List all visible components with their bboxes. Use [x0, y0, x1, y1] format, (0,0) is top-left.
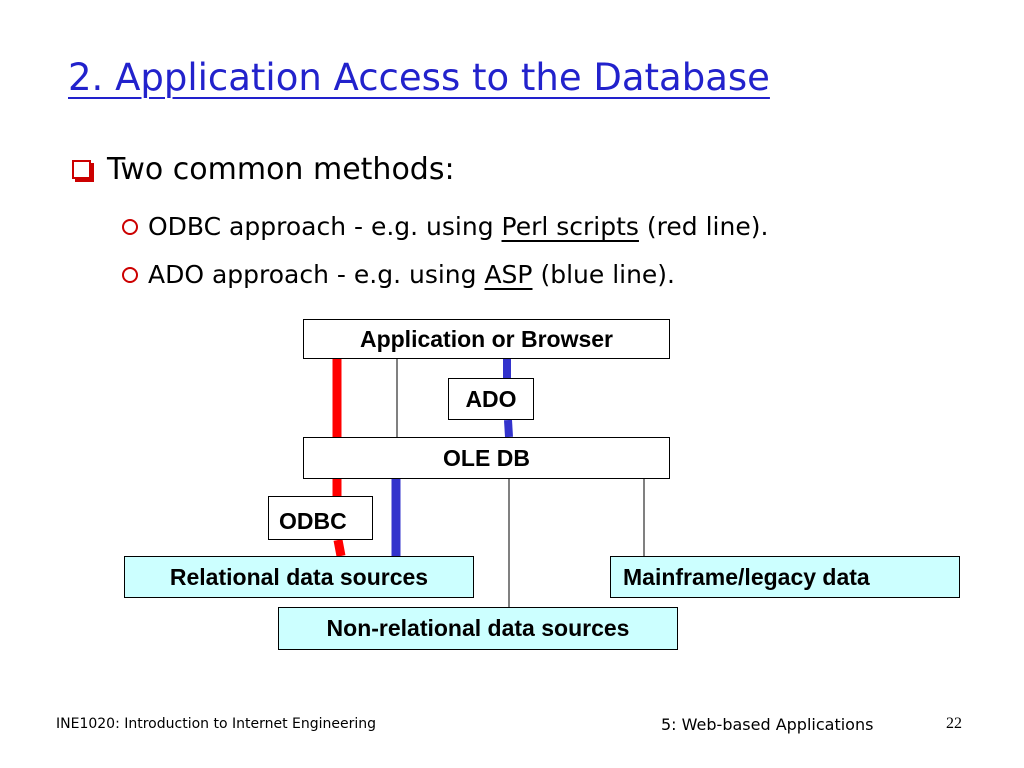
sub-bullet-ado: ADO approach - e.g. using ASP (blue line…: [122, 260, 675, 289]
ole-db-box: OLE DB: [303, 437, 670, 479]
sub-bullet-odbc: ODBC approach - e.g. using Perl scripts …: [122, 212, 768, 241]
odbc-red-line-lower: [333, 539, 346, 557]
ado-box: ADO: [448, 378, 534, 420]
circle-bullet-icon: [122, 266, 138, 283]
page-number: 22: [946, 715, 962, 732]
bullet-main-text: Two common methods:: [107, 152, 455, 187]
odbc-box: ODBC: [268, 496, 373, 540]
mainframe-legacy-data-box: Mainframe/legacy data: [610, 556, 960, 598]
slide-title: 2. Application Access to the Database: [68, 56, 770, 99]
relational-data-sources-box: Relational data sources: [124, 556, 474, 598]
application-browser-box: Application or Browser: [303, 319, 670, 359]
sub-bullet-suffix: (red line).: [638, 212, 769, 241]
footer-course: INE1020: Introduction to Internet Engine…: [56, 716, 377, 732]
non-relational-data-sources-box: Non-relational data sources: [278, 607, 678, 650]
perl-scripts-link[interactable]: Perl scripts: [501, 212, 639, 241]
bullet-main: Two common methods:: [72, 152, 455, 187]
ado-blue-line-mid: [504, 419, 513, 438]
square-bullet-icon: [72, 160, 91, 179]
asp-link[interactable]: ASP: [484, 260, 533, 289]
sub-bullet-prefix: ODBC approach - e.g. using: [148, 212, 502, 241]
circle-bullet-icon: [122, 218, 138, 235]
footer-chapter: 5: Web-based Applications: [661, 715, 874, 734]
sub-bullet-suffix: (blue line).: [532, 260, 676, 289]
sub-bullet-prefix: ADO approach - e.g. using: [148, 260, 485, 289]
